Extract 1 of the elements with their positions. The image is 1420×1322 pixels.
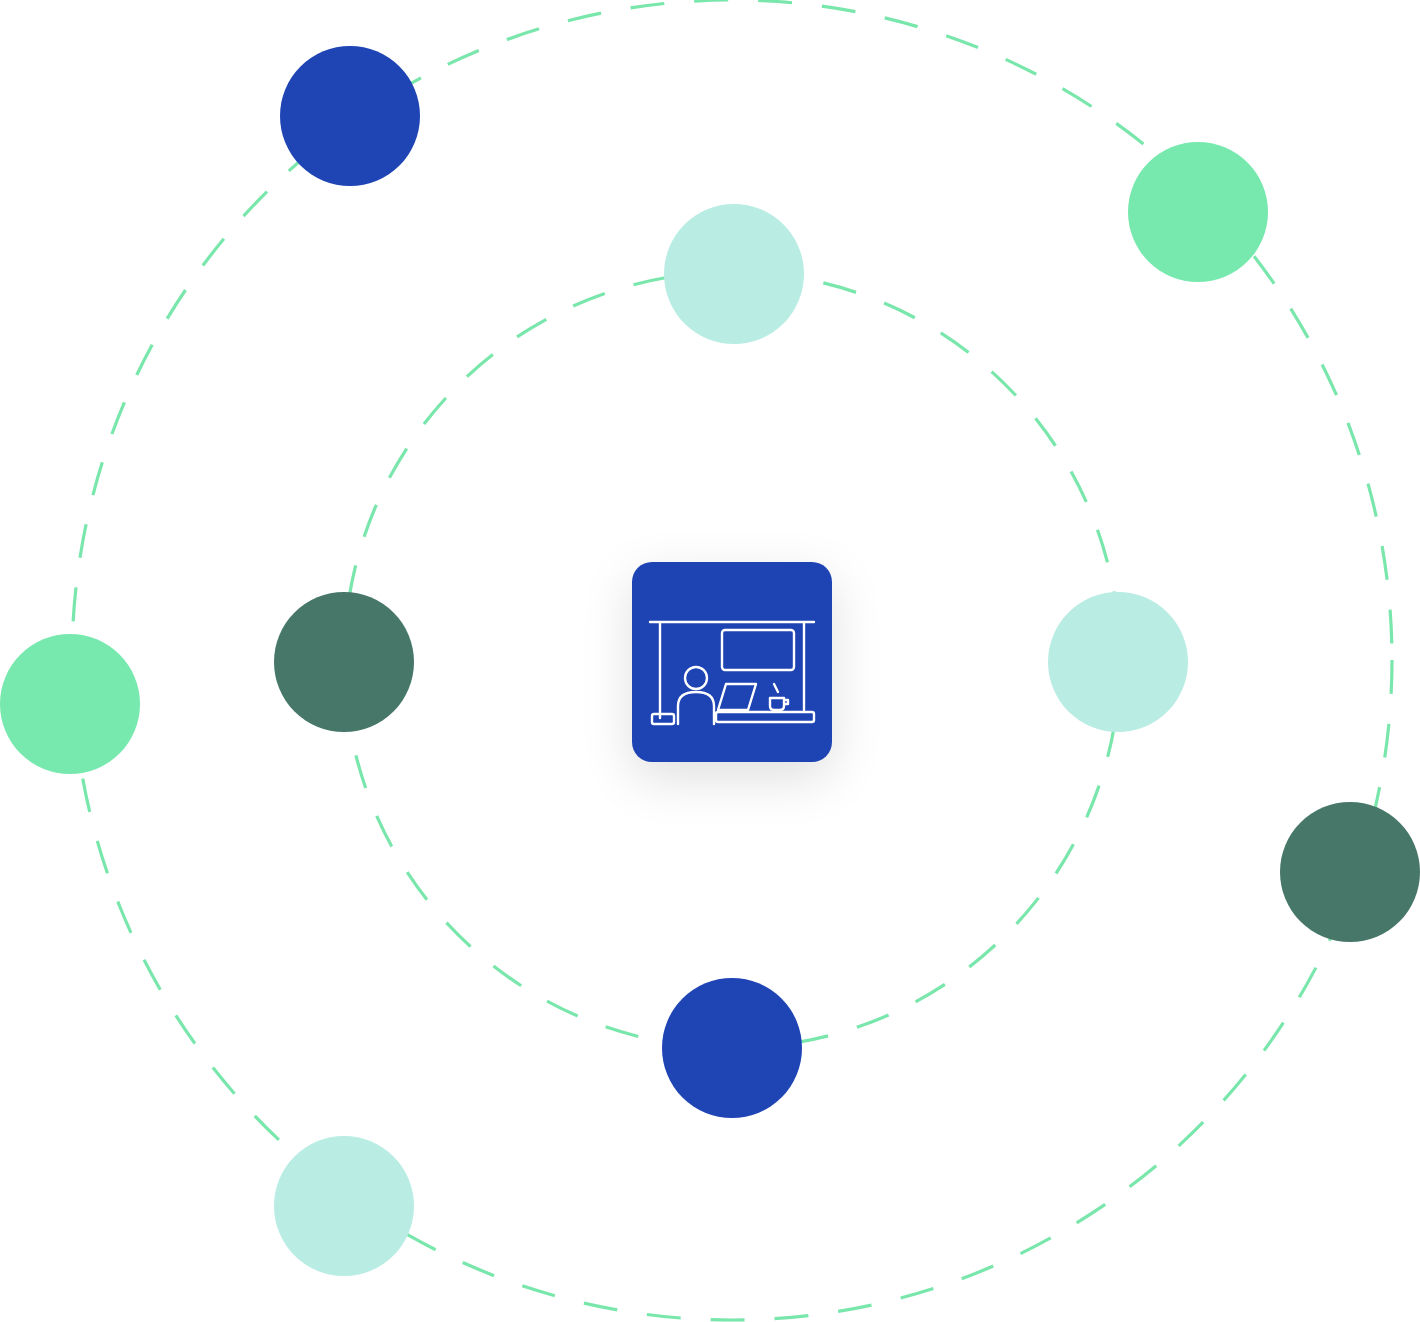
person-at-desk-icon	[632, 562, 832, 762]
